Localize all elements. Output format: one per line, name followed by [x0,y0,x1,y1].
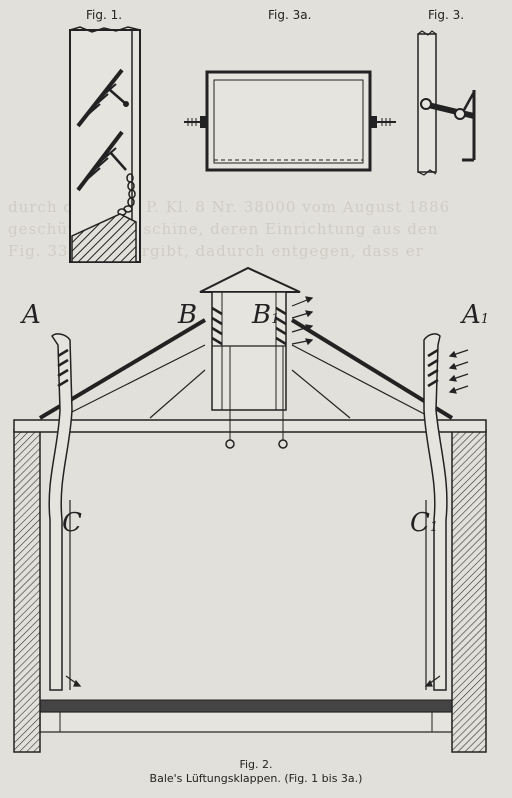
fig3a-drawing [184,70,396,172]
letter-b-right-sub: 1 [271,312,280,327]
letter-c-left: C [62,508,82,538]
fig3-drawing [417,30,476,176]
letter-a-left: A [22,300,41,330]
letter-c-right: C1 [410,508,438,538]
letter-c-right-main: C [410,508,430,538]
figure-caption: Bale's Lüftungsklappen. (Fig. 1 bis 3a.) [149,772,363,785]
fig3a-title: Fig. 3a. [268,8,312,22]
letter-a-right: A1 [462,300,489,330]
letter-b-right: B1 [252,300,279,330]
fig1-title: Fig. 1. [86,8,123,22]
letter-b-left: B [178,300,198,330]
fig2-drawing [13,266,487,753]
letter-a-right-sub: 1 [480,312,490,327]
fig2-title: Fig. 2. [239,758,273,771]
fig1-drawing [69,26,141,263]
letter-b-right-main: B [252,300,272,330]
fig3-title: Fig. 3. [428,8,465,22]
letter-a-right-main: A [462,300,481,330]
letter-c-right-sub: 1 [429,520,439,535]
